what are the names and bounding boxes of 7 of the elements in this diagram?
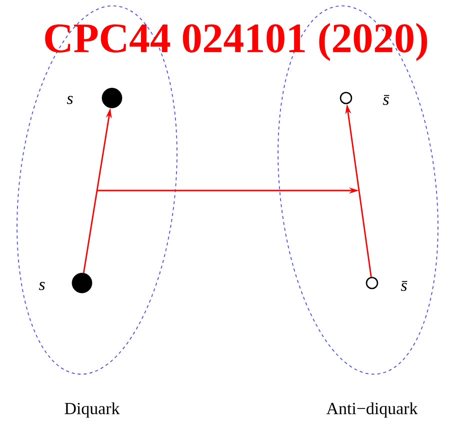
title: CPC44 024101 (2020) [45,23,428,61]
group-label: Anti−diquark [326,402,418,418]
group-label: Diquark [64,402,120,418]
quark-label: s [38,282,45,290]
quark-label: s̄ [382,95,390,105]
quark-label: s̄ [400,281,408,291]
quark-label: s [66,96,73,104]
